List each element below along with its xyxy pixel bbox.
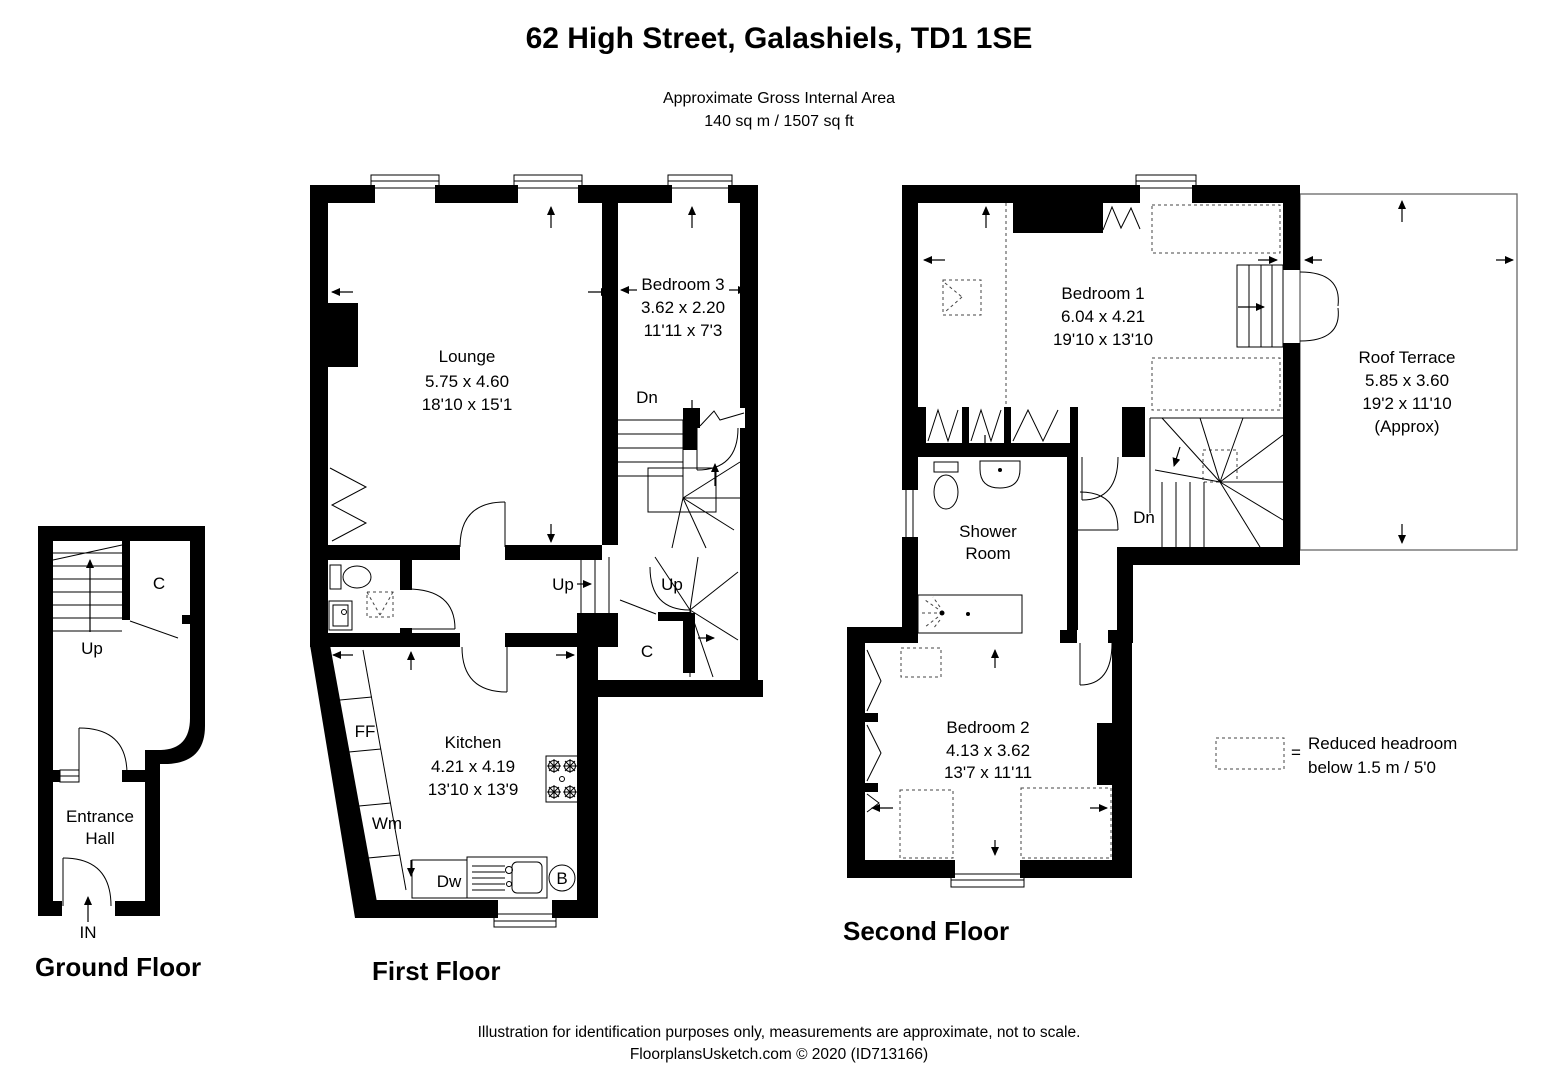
boiler-circle [548,864,576,892]
second-dn-stairs [1149,417,1284,548]
lounge-door [459,501,506,548]
second-toilet [933,461,959,510]
roof-terrace-approx: (Approx) [1374,417,1439,436]
wc-door [406,588,456,630]
ground-up-label: Up [81,639,103,658]
roof-terrace-dims-m: 5.85 x 3.60 [1365,371,1449,390]
second-floor-plan: Bedroom 1 6.04 x 4.21 19'10 x 13'10 Roof… [843,174,1518,946]
bedroom1-window [1135,174,1197,203]
bedroom2-door [1079,642,1113,686]
ground-closet-label: C [153,574,165,593]
lounge-folding-doors [329,467,368,542]
first-floor-title: First Floor [372,956,501,986]
second-basin [979,460,1021,489]
shower-window [902,490,918,537]
up-winder-stairs [619,556,739,678]
second-floor-dimension-arrows [871,200,1514,856]
legend-equals: = [1291,743,1301,762]
hall-window [59,769,80,783]
second-dn-label: Dn [1133,508,1155,527]
first-up-hall-label: Up [552,575,574,594]
kitchen-door [461,646,508,693]
bedroom2-name: Bedroom 2 [946,718,1029,737]
copyright-text: FloorplansUsketch.com © 2020 (ID713166) [629,1046,929,1063]
second-floor-title: Second Floor [843,916,1009,946]
closet-door [129,620,179,639]
legend: = Reduced headroom below 1.5 m / 5'0 [1215,734,1457,777]
terrace-stairs [1236,264,1284,348]
bedroom2-window [950,860,1025,888]
lounge-dims-ft: 18'10 x 15'1 [422,395,513,414]
first-closet-label: C [641,642,653,661]
ground-stairs [52,544,123,632]
kitchen-window [493,900,557,928]
page-title: 62 High Street, Galashiels, TD1 1SE [525,22,1033,55]
legend-dashed-box [1215,737,1285,770]
lounge-window-2 [513,174,583,203]
bedroom3-dims-ft: 11'11 x 7'3 [644,321,723,340]
wc-shower-dashed [366,591,394,618]
bedroom3-window [667,174,733,203]
first-dn-label: Dn [636,388,658,407]
disclaimer-text: Illustration for identification purposes… [477,1024,1081,1041]
bedroom1-name: Bedroom 1 [1061,284,1144,303]
washing-machine-label: Wm [372,814,402,833]
bedroom1-dims-m: 6.04 x 4.21 [1061,307,1145,326]
entrance-hall-label-1: Entrance [66,807,134,826]
boiler-label: B [556,869,567,888]
kitchen-sink [466,856,548,899]
up-hall-stairs [577,557,610,613]
roof-terrace-name: Roof Terrace [1358,348,1455,367]
hob [545,755,579,803]
bedroom2-beds [899,787,1112,859]
lounge-name: Lounge [439,347,496,366]
bedroom3-dims-m: 3.62 x 2.20 [641,298,725,317]
bedroom1-door [1081,456,1119,501]
bedroom2-dims-m: 4.13 x 3.62 [946,741,1030,760]
fridge-freezer-label: FF [355,722,376,741]
lounge-window-1 [370,174,440,203]
lounge-dims-m: 5.75 x 4.60 [425,372,509,391]
kitchen-name: Kitchen [445,733,502,752]
shower-room-label-2: Room [965,544,1010,563]
in-label: IN [80,923,97,942]
bedroom2-eaves-doors [865,649,882,813]
roof-terrace-dims-ft: 19'2 x 11'10 [1362,394,1451,413]
toilet [329,564,372,590]
kitchen-dims-m: 4.21 x 4.19 [431,757,515,776]
bedroom3-name: Bedroom 3 [641,275,724,294]
legend-line-2: below 1.5 m / 5'0 [1308,758,1436,777]
subtitle-area: Approximate Gross Internal Area [662,90,896,107]
entrance-door [62,857,112,922]
shower-door [1078,491,1119,531]
hall-door [78,727,128,775]
first-floor-dimension-arrows [331,206,747,877]
bedroom2-dims-ft: 13'7 x 11'11 [944,763,1032,782]
dn-stairs [618,419,742,549]
first-up-winder-label: Up [661,575,683,594]
bedroom1-dims-ft: 19'10 x 13'10 [1053,330,1153,349]
bedroom1-folding-door [1102,205,1141,231]
legend-line-1: Reduced headroom [1308,734,1457,753]
wc-basin [328,600,353,631]
dishwasher-label: Dw [437,872,462,891]
entrance-hall-label-2: Hall [85,829,114,848]
first-floor-plan: Lounge 5.75 x 4.60 18'10 x 15'1 Bedroom … [310,174,763,986]
shower-tray [917,594,1023,634]
shower-room-label-1: Shower [959,522,1017,541]
reduced-headroom-areas [900,203,1281,678]
ground-floor-plan: C Up Entrance Hall IN Ground Floor [35,526,205,982]
terrace-french-doors [1299,271,1339,342]
kitchen-dims-ft: 13'10 x 13'9 [428,780,519,799]
ground-floor-title: Ground Floor [35,952,201,982]
bedroom1-wardrobes [927,408,1059,443]
subtitle-size: 140 sq m / 1507 sq ft [704,113,854,130]
stair-nook [696,408,745,471]
